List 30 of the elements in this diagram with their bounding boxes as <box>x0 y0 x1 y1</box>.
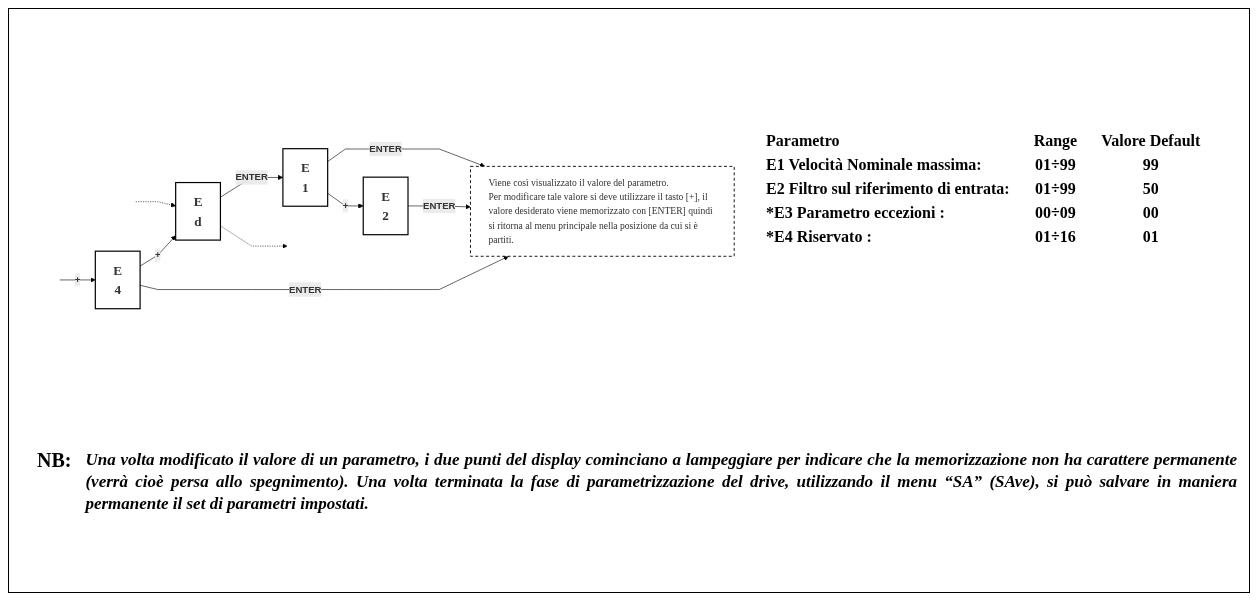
edge-label: ENTER <box>289 283 322 295</box>
column-header: Range <box>1032 131 1079 152</box>
edge-label: + <box>342 200 349 211</box>
edge-label: ENTER <box>422 200 456 211</box>
note-text: Una volta modificato il valore di un parametro, i due punti del display cominciano a lampeggiare per indicare che la memorizzazione non ha carattere permanente (verrà cioè persa allo spegnimento). Una volta terminata la fase di parametrizzazione del drive, utilizzando il menu “SA” (SAve), si può salvare in maniera permanente il set di parametri impostati. <box>85 449 1237 516</box>
range-value: 00÷09 <box>1034 203 1077 223</box>
range-value: 01÷99 <box>1034 179 1077 199</box>
range-value: 01÷99 <box>1034 155 1077 175</box>
parameter-name: E1 Velocità Nominale massima: <box>765 155 983 175</box>
edge-label: + <box>155 249 161 260</box>
note-label: NB: <box>37 449 72 473</box>
parameter-name: *E4 Riservato : <box>765 227 873 247</box>
default-value: 99 <box>1141 155 1160 175</box>
default-value: 50 <box>1141 179 1160 199</box>
edge-label: ENTER <box>235 171 268 182</box>
node-box <box>470 165 735 257</box>
default-value: 00 <box>1141 203 1160 223</box>
node-box <box>362 176 409 236</box>
column-header: Parametro <box>765 131 841 151</box>
node-box <box>175 181 222 241</box>
node-box <box>282 147 329 207</box>
edge-label: ENTER <box>369 143 402 154</box>
node-box <box>94 250 141 310</box>
edge-label: + <box>74 274 81 285</box>
flow-diagram: ENTER ENTER + ENTER + + ENTER E d E 1 E 2 E 4 Viene così visualizzato il valore del parametro. Per modificare tale valore si deve utilizzare il tasto [+], il valore desiderato viene memorizzato con [ENTER] quindi si ritorna al menu principale nella posizione da cui si è partiti. <box>19 136 739 314</box>
column-header: Valore Default <box>1100 131 1202 151</box>
range-value: 01÷16 <box>1034 227 1077 247</box>
parameter-name: E2 Filtro sul riferimento di entrata: <box>765 179 1011 199</box>
default-value: 01 <box>1141 227 1160 247</box>
parameter-name: *E3 Parametro eccezioni : <box>765 203 946 223</box>
